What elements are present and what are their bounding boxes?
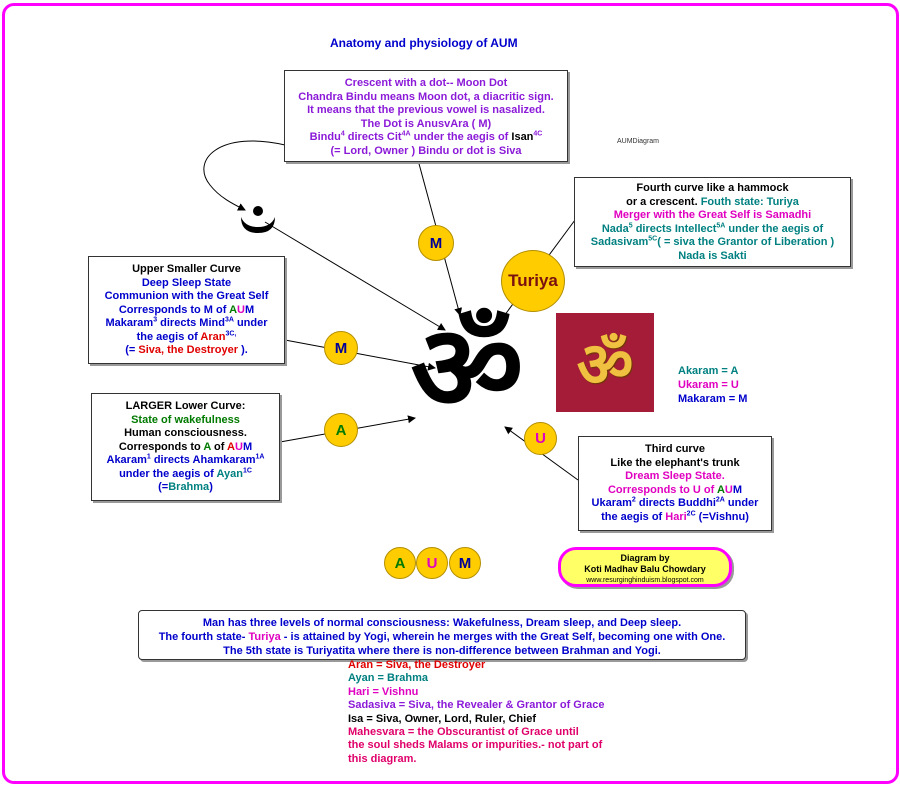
third-line-3: Dream Sleep State. (625, 470, 725, 482)
chandrabindu-icon (241, 206, 275, 233)
glossary-aran: Aran = Siva, the Destroyer (348, 659, 486, 671)
upper-line-7: (= Siva, the Destroyer ). (125, 344, 248, 356)
bindu-line-6: (= Lord, Owner ) Bindu or dot is Siva (330, 144, 522, 157)
consciousness-summary-box: Man has three levels of normal conscious… (138, 610, 746, 660)
upper-line-2: Deep Sleep State (141, 276, 232, 289)
third-line-4: Corresponds to U of AUM (607, 483, 743, 496)
lower-line-4: Corresponds to A of AUM (118, 440, 253, 453)
legend-makaram: Makaram = M (678, 393, 748, 405)
chandra-line (264, 221, 446, 331)
bindu-description-box: Crescent with a dot-- Moon Dot Chandra B… (284, 70, 568, 162)
bindu-line-3: It means that the previous vowel is nasa… (307, 104, 545, 116)
lower-curve-box: LARGER Lower Curve: State of wakefulness… (91, 393, 280, 501)
turiya-description-box: Fourth curve like a hammock or a crescen… (574, 177, 851, 267)
circle-a: A (324, 413, 358, 447)
legend: Akaram = A Ukaram = U Makaram = M (678, 364, 747, 406)
third-line-6: the aegis of Hari2C (=Vishnu) (601, 509, 749, 523)
circle-m-mid: M (324, 331, 358, 365)
circle-m-top: M (418, 225, 454, 261)
upper-line-3: Communion with the Great Self (104, 290, 269, 302)
upper-line-4: Corresponds to M of AUM (118, 303, 255, 316)
bindu-line-5: Bindu4 directs Cit4A under the aegis of … (309, 130, 543, 143)
om-image-panel: ॐ (556, 313, 654, 412)
summary-line-3: The 5th state is Turiyatita where there … (223, 645, 661, 657)
legend-akaram: Akaram = A (678, 365, 739, 377)
third-line-2: Like the elephant's trunk (610, 456, 740, 469)
glossary-mahesvara-1: Mahesvara = the Obscurantist of Grace un… (348, 726, 579, 739)
glossary-ayan: Ayan = Brahma (348, 672, 428, 685)
credit-badge: Diagram by Koti Madhav Balu Chowdary www… (558, 547, 732, 587)
lower-line-7: (=Brahma) (158, 481, 213, 493)
glossary: Aran = Siva, the Destroyer Ayan = Brahma… (348, 659, 604, 766)
diagram-label: AUMDiagram (617, 138, 660, 145)
upper-line-1: Upper Smaller Curve (132, 263, 241, 275)
summary-line-1: Man has three levels of normal conscious… (202, 617, 682, 629)
aum-circle-u: U (416, 547, 448, 579)
third-line-5: Ukaram2 directs Buddhi2A under (591, 496, 759, 509)
bindu-line-4: The Dot is AnusvAra ( M) (360, 117, 492, 130)
turiya-line-3: Merger with the Great Self is Samadhi (613, 209, 812, 221)
bindu-line-2: Chandra Bindu means Moon dot, a diacriti… (298, 90, 554, 103)
third-line-1: Third curve (645, 443, 705, 455)
turiya-line-4: Nada5 directs Intellect5A under the aegi… (601, 221, 824, 235)
glossary-mahesvara-2: the soul sheds Malams or impurities.- no… (348, 739, 603, 752)
aum-circle-a: A (384, 547, 416, 579)
upper-curve-box: Upper Smaller Curve Deep Sleep State Com… (88, 256, 285, 364)
circle-turiya: Turiya (501, 250, 565, 312)
golden-om-icon: ॐ (576, 327, 634, 401)
om-symbol-icon: ॐ (410, 299, 524, 437)
credit-line-2: Koti Madhav Balu Chowdary (584, 564, 706, 574)
upper-line-5: Makaram3 directs Mind3A under (105, 316, 268, 329)
glossary-hari: Hari = Vishnu (348, 685, 419, 698)
upper-line (284, 339, 436, 371)
turiya-line-2: or a crescent. Fouth state: Turiya (626, 195, 799, 208)
lower-line-6: under the aegis of Ayan1C (119, 466, 252, 480)
page-frame (2, 3, 899, 784)
turiya-line-6: Nada is Sakti (678, 249, 747, 262)
legend-ukaram: Ukaram = U (678, 379, 739, 391)
lower-line-1: LARGER Lower Curve: (125, 400, 246, 412)
credit-line-3: www.resurginghinduism.blogspot.com (586, 577, 704, 584)
lower-line-5: Akaram1 directs Ahamkaram1A (106, 453, 265, 466)
credit-line-1: Diagram by (620, 553, 670, 563)
third-curve-box: Third curve Like the elephant's trunk Dr… (578, 436, 772, 531)
curved-arrow (203, 140, 286, 211)
page-title: Anatomy and physiology of AUM (330, 36, 518, 50)
upper-line-6: the aegis of Aran3C, (136, 329, 237, 343)
summary-line-2: The fourth state- Turiya - is attained b… (158, 631, 726, 643)
glossary-mahesvara-3: this diagram. (348, 752, 417, 765)
turiya-line-5: Sadasivam5C( = siva the Grantor of Liber… (590, 235, 835, 248)
circle-u: U (524, 422, 557, 455)
aum-circle-m: M (449, 547, 481, 579)
turiya-line-1: Fourth curve like a hammock (636, 182, 789, 194)
glossary-sadasiva: Sadasiva = Siva, the Revealer & Grantor … (348, 699, 605, 712)
lower-line-2: State of wakefulness (131, 413, 240, 426)
bindu-line-1: Crescent with a dot-- Moon Dot (344, 77, 508, 89)
glossary-isa: Isa = Siva, Owner, Lord, Ruler, Chief (348, 712, 536, 725)
lower-line-3: Human consciousness. (124, 427, 247, 439)
